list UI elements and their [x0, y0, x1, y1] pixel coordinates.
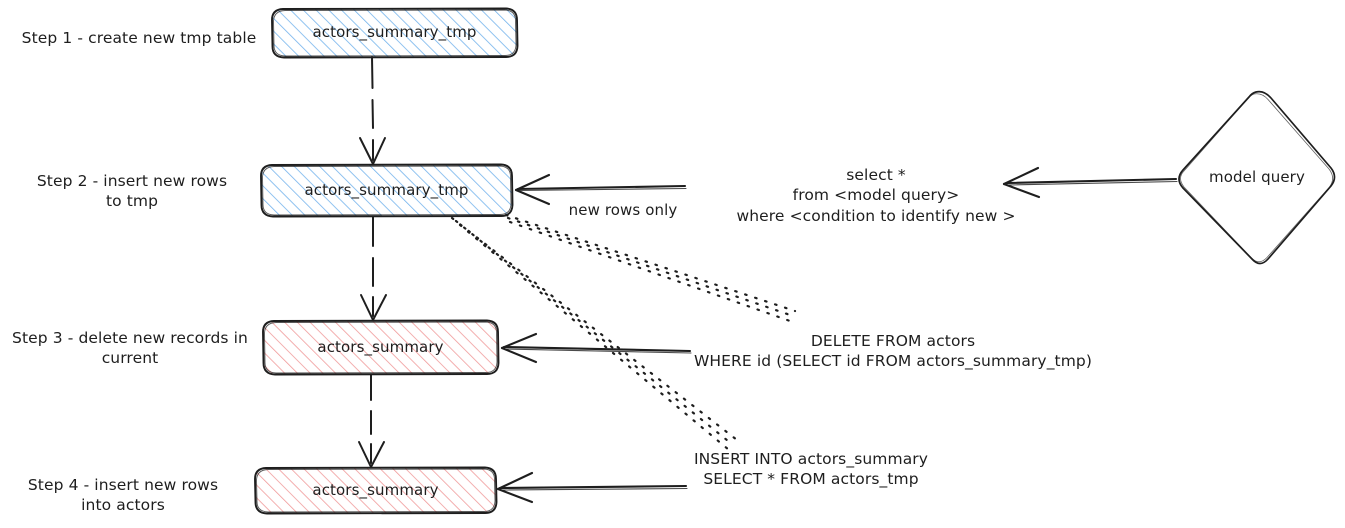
- dotted-link-tmp2-to-insert: [450, 216, 739, 452]
- edge-label-insert-sql: INSERT INTO actors_summary SELECT * FROM…: [693, 450, 929, 489]
- node-model-query-shape[interactable]: [1178, 90, 1336, 265]
- arrow-tmp1-to-tmp2: [359, 56, 386, 165]
- step-3-label: Step 3 - delete new records in current: [12, 329, 248, 368]
- step-2-label: Step 2 - insert new rows to tmp: [36, 172, 228, 211]
- node-tmp-2-shape[interactable]: [260, 163, 514, 218]
- node-tmp-1-shape[interactable]: [271, 7, 519, 59]
- node-summary-1-shape[interactable]: [262, 319, 500, 376]
- dotted-link-tmp2-to-delete: [504, 213, 797, 323]
- arrow-new-rows-to-tmp2: [514, 173, 687, 206]
- arrow-tmp2-to-summary1: [360, 216, 387, 321]
- edge-label-model-query-sql: select * from <model query> where <condi…: [736, 166, 1016, 225]
- arrow-insert-to-summary2: [496, 471, 688, 504]
- arrow-summary1-to-summary2: [358, 374, 385, 468]
- edge-label-delete-sql: DELETE FROM actors WHERE id (SELECT id F…: [693, 332, 1093, 371]
- node-summary-2-shape[interactable]: [254, 466, 498, 515]
- step-4-label: Step 4 - insert new rows into actors: [27, 476, 219, 515]
- step-1-label: Step 1 - create new tmp table: [21, 29, 257, 47]
- edge-label-new-rows-only: new rows only: [568, 201, 678, 219]
- arrow-delete-to-summary1: [500, 332, 692, 364]
- arrow-modelquery-to-sql: [1002, 166, 1178, 199]
